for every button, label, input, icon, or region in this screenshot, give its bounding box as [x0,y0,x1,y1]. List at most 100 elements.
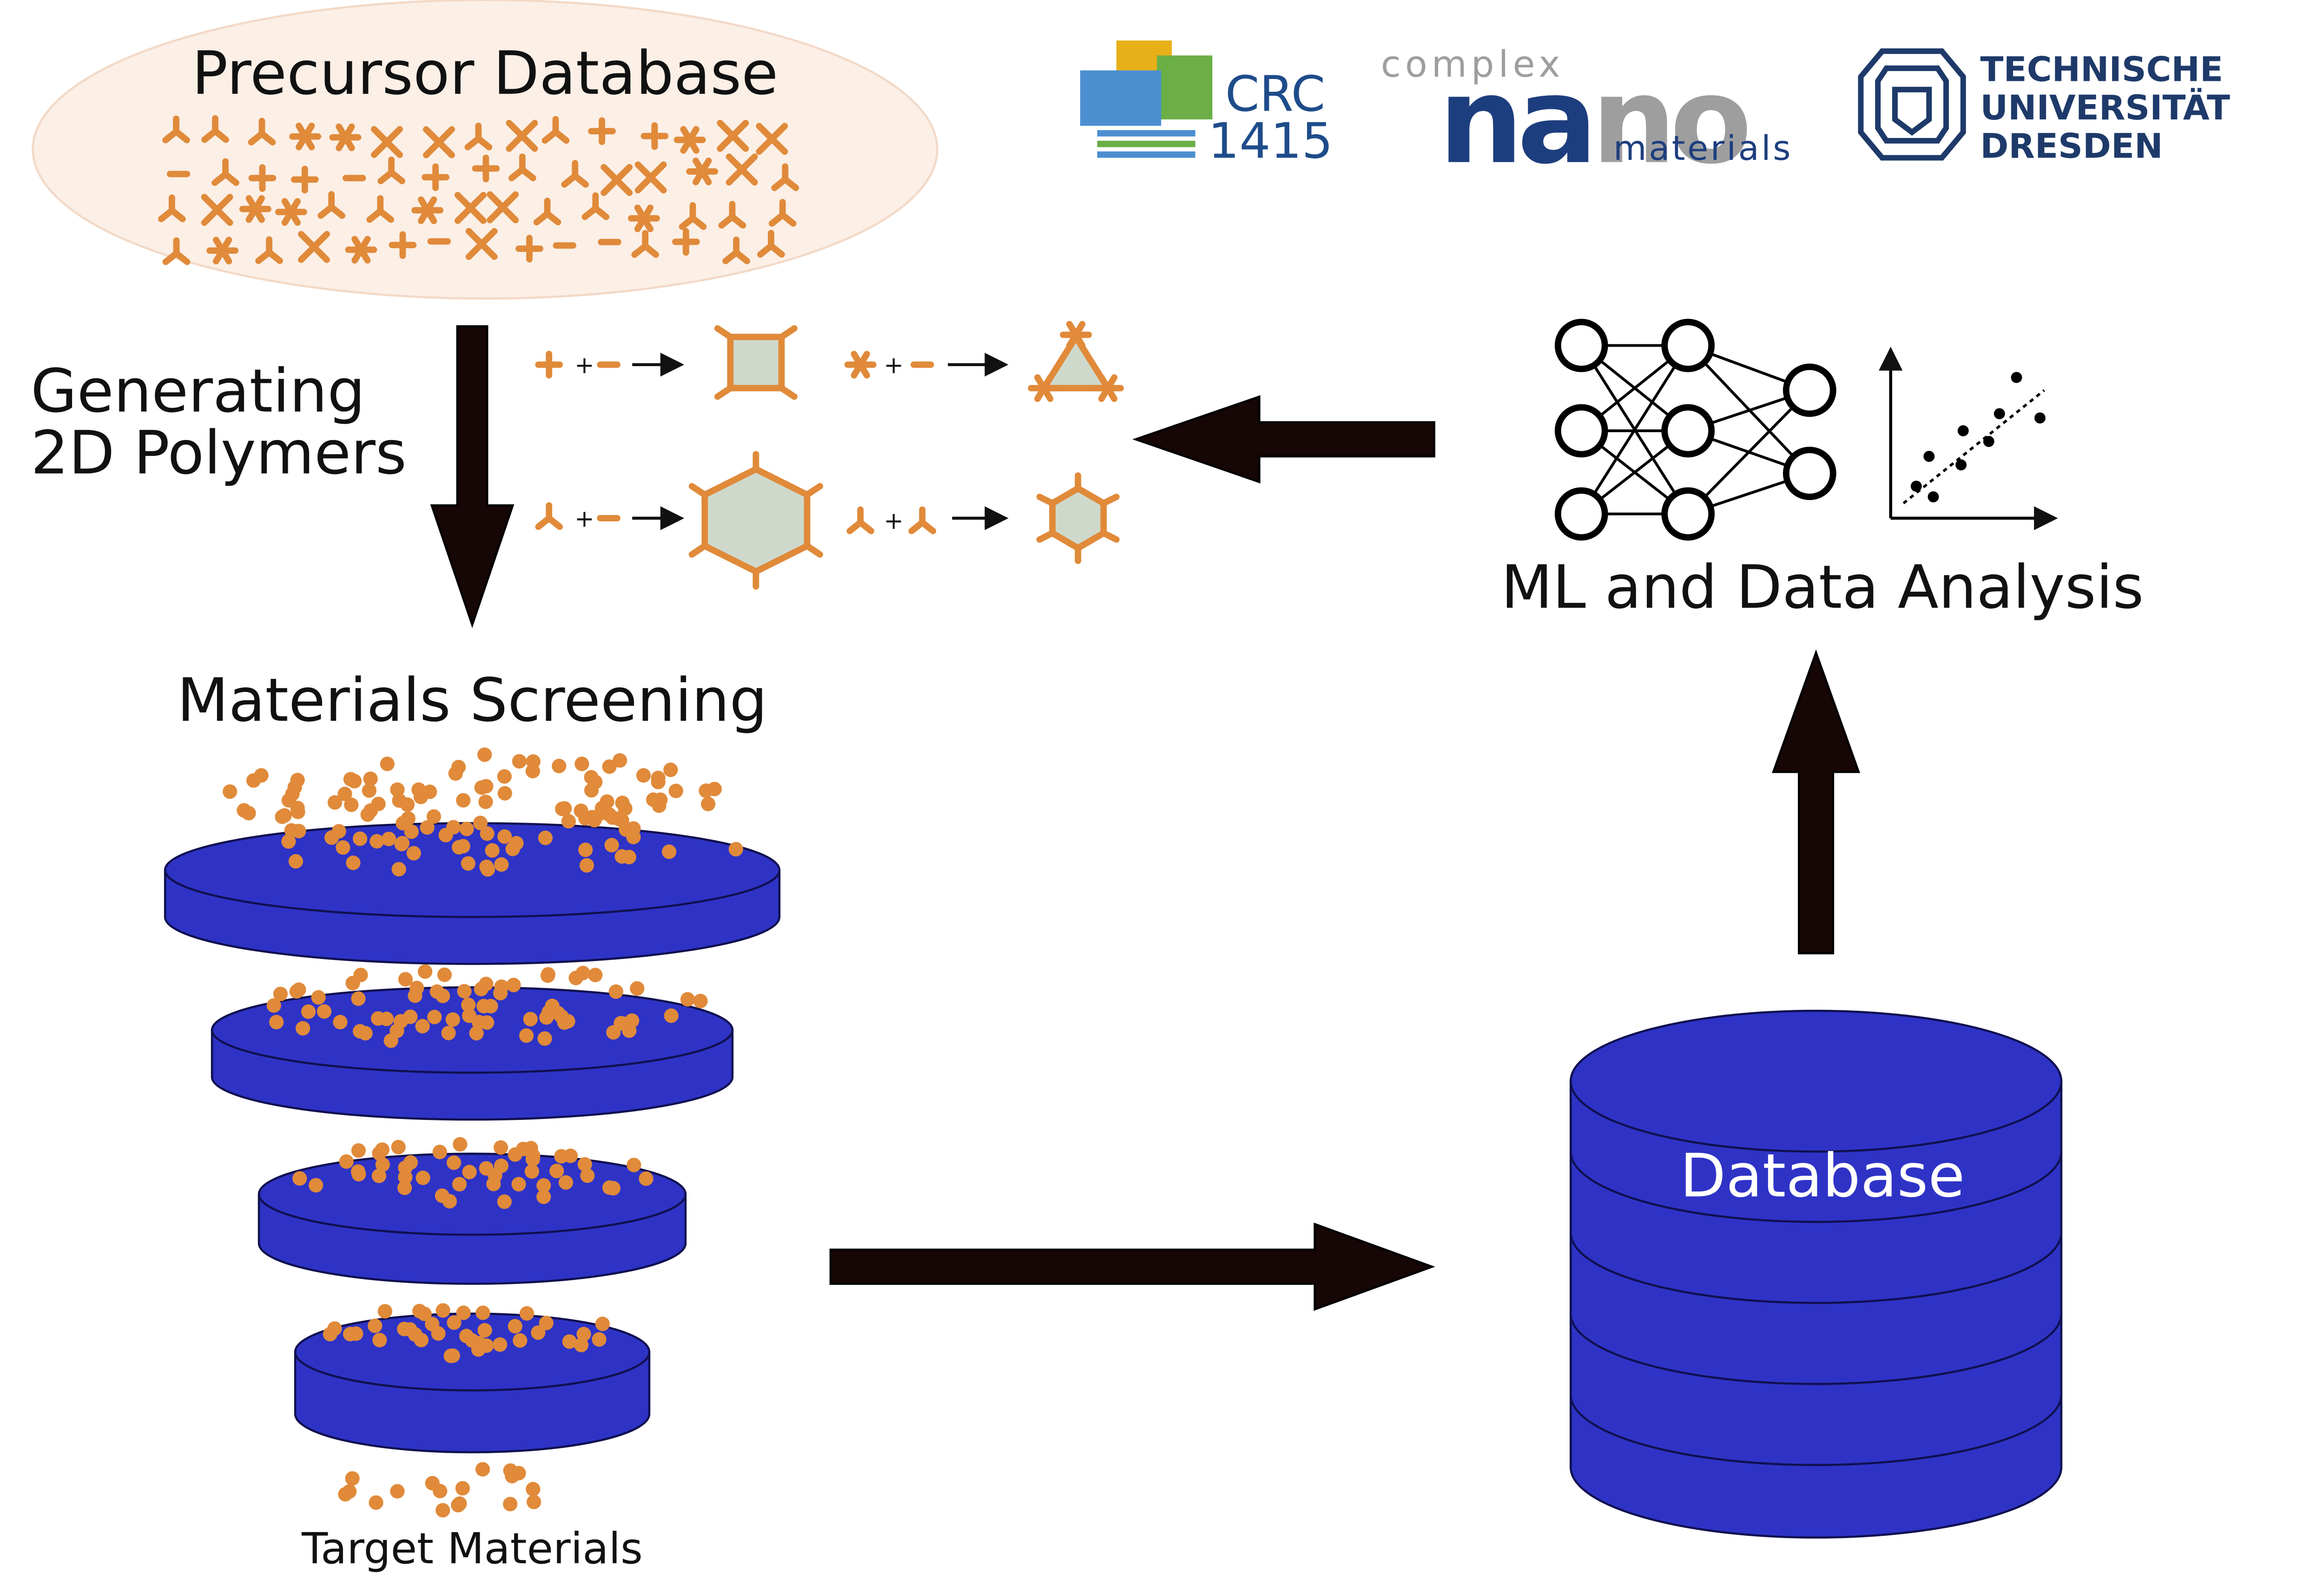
material-particle [630,981,645,996]
material-particle [651,770,666,785]
material-particle [351,1167,366,1182]
material-particle [327,795,343,810]
material-particle [477,1323,492,1338]
material-particle [398,972,413,987]
material-particle [508,1147,522,1162]
material-particle [627,1158,641,1172]
material-particle [351,991,366,1006]
material-particle [664,1008,679,1023]
material-particle [417,964,433,979]
nano-logo-materials: materials [1613,129,1793,168]
material-particle [505,842,520,856]
material-particle [390,1484,405,1499]
material-particle [606,1181,621,1196]
material-particle [436,1303,450,1318]
small-hexagon-product [1036,472,1120,564]
material-particle [420,820,435,835]
material-particle [485,843,500,858]
material-particle [317,1004,332,1019]
crc-logo-block-green [1157,55,1213,119]
up-arrow-to-ml [1772,649,1861,954]
material-particle [455,1481,470,1496]
material-particle [266,998,281,1013]
material-particle [353,831,368,846]
nano-logo-complex: complex [1381,44,1565,86]
material-particle [368,1318,383,1333]
material-particle [370,834,384,849]
material-particle [513,1333,528,1348]
material-particle [661,844,677,859]
target-materials-label: Target Materials [301,1524,643,1573]
material-particle [588,968,603,982]
material-particle [337,786,352,802]
crc-logo-block-blue [1080,70,1162,126]
material-particle [397,1180,412,1195]
screening-disk-2 [211,986,734,1121]
material-particle [578,843,593,857]
svg-text:+: + [884,507,904,534]
crc-logo-text-1: CRC [1225,66,1325,123]
material-particle [426,809,441,824]
material-particle [353,968,368,982]
material-particle [351,1143,366,1158]
material-particle [360,807,375,822]
material-particle [363,771,378,786]
material-particle [469,1026,484,1040]
material-particle [381,831,396,846]
material-particle [223,784,238,799]
precursor-database: Precursor Database [32,0,938,300]
material-particle [526,1481,541,1497]
material-particle [537,1031,552,1046]
material-particle [353,1024,368,1039]
material-particle [291,823,306,838]
material-particle [412,1303,427,1318]
triangle-lattice-product [1031,324,1121,399]
square-lattice-product [714,325,798,400]
large-hexagon-product [688,451,823,590]
material-particle [477,747,492,762]
material-particle [612,753,627,768]
material-particle [622,1023,637,1038]
material-particle [527,1494,541,1509]
material-particle [432,1145,447,1159]
nano-logo-nano: nano [1439,51,1749,191]
crc-1415-logo: CRC 1415 [1080,40,1333,170]
material-particle [700,796,716,811]
material-particle [483,999,498,1014]
material-particle [327,1321,342,1336]
svg-text:+: + [574,351,594,379]
screening-funnel [164,822,781,1454]
material-particle [531,1325,546,1340]
reaction-triangle-lattice: + [848,324,1121,399]
material-particle [457,984,472,999]
material-particle [523,1012,538,1027]
material-particle [680,992,695,1007]
tu-dresden-logo: TECHNISCHE UNIVERSITÄT DRESDEN [1858,48,2230,166]
material-particle [473,816,488,830]
material-particle [538,830,553,845]
material-particle [668,783,683,798]
material-particle [461,856,475,871]
tud-logo-text-1: TECHNISCHE [1980,50,2223,89]
material-particle [425,1476,440,1491]
material-particle [479,859,494,875]
material-particle [506,978,521,993]
material-particle [608,984,623,999]
material-particle [269,1014,284,1030]
material-particle [493,1337,508,1352]
material-particle [275,809,290,824]
right-arrow-to-database [829,1222,1435,1311]
material-particle [427,1009,442,1025]
material-particle [290,804,305,819]
material-particle [394,836,409,851]
database-label: Database [1680,1141,1965,1211]
material-particle [699,783,713,798]
material-particle [443,1349,458,1363]
material-particle [435,1188,449,1203]
material-particle [584,810,600,825]
material-particle [497,769,512,784]
material-particle [446,1155,462,1170]
material-particle [336,840,350,855]
material-particle [423,784,437,799]
